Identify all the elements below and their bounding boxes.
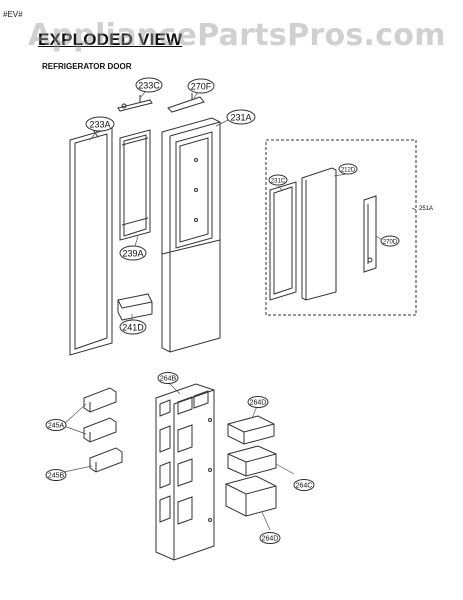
part-233a-gasket — [69, 127, 113, 356]
corner-tag: #EV# — [3, 10, 23, 19]
svg-text:233C: 233C — [138, 81, 160, 91]
callout-251a: 251A — [419, 206, 433, 212]
callout-245b: 245B — [45, 469, 67, 481]
svg-text:264C: 264C — [296, 483, 313, 490]
callout-264d-bottom: 264D — [259, 532, 281, 544]
callout-264d-top: 264D — [247, 396, 269, 408]
callout-264c: 264C — [293, 479, 315, 491]
callout-233c: 233C — [135, 77, 163, 93]
svg-text:245A: 245A — [48, 423, 65, 430]
part-212d-panel — [301, 167, 337, 301]
callout-270f: 270F — [187, 78, 215, 94]
svg-text:239A: 239A — [122, 249, 143, 259]
svg-text:241D: 241D — [122, 323, 144, 333]
callout-264b: 264B — [157, 372, 179, 384]
callout-239a: 239A — [119, 245, 147, 261]
part-241d-bracket — [117, 293, 153, 321]
part-233c — [117, 95, 153, 112]
svg-text:270D: 270D — [383, 240, 398, 246]
part-245a-shelf-1 — [83, 387, 117, 413]
callout-231c: 231C — [268, 174, 288, 186]
diagram-title: EXPLODED VIEW — [38, 30, 183, 49]
svg-text:251A: 251A — [419, 206, 433, 212]
svg-text:212D: 212D — [341, 168, 356, 174]
part-264c-bin — [227, 445, 277, 477]
part-264b-inner-panel — [155, 383, 215, 561]
svg-text:270F: 270F — [191, 82, 212, 92]
callout-212d: 212D — [338, 163, 358, 175]
part-231c-frame — [269, 181, 297, 301]
svg-text:245B: 245B — [48, 473, 65, 480]
svg-text:231C: 231C — [271, 179, 286, 185]
part-231a-door — [161, 117, 221, 353]
callouts: 233C 270F 233A 231A 239A 241D 231C 212D — [45, 77, 433, 544]
svg-text:233A: 233A — [89, 120, 110, 130]
part-270d-strip — [363, 195, 377, 273]
svg-text:264D: 264D — [262, 536, 279, 543]
detail-box — [265, 139, 417, 316]
part-239a-panel — [119, 129, 151, 241]
svg-text:231A: 231A — [230, 113, 251, 123]
callout-241d: 241D — [119, 319, 147, 335]
svg-text:264B: 264B — [160, 376, 177, 383]
part-264d-bin-top — [227, 415, 275, 445]
callout-270d: 270D — [380, 235, 400, 247]
part-264d-bin-bottom — [225, 475, 277, 517]
callout-245a: 245A — [45, 419, 67, 431]
callout-231a: 231A — [226, 109, 256, 125]
part-245b-shelf — [89, 447, 123, 473]
part-245a-shelf-2 — [83, 417, 117, 443]
diagram-subtitle: REFRIGERATOR DOOR — [42, 62, 132, 71]
part-270f — [167, 93, 205, 113]
callout-233a: 233A — [85, 116, 115, 132]
svg-text:264D: 264D — [250, 400, 267, 407]
